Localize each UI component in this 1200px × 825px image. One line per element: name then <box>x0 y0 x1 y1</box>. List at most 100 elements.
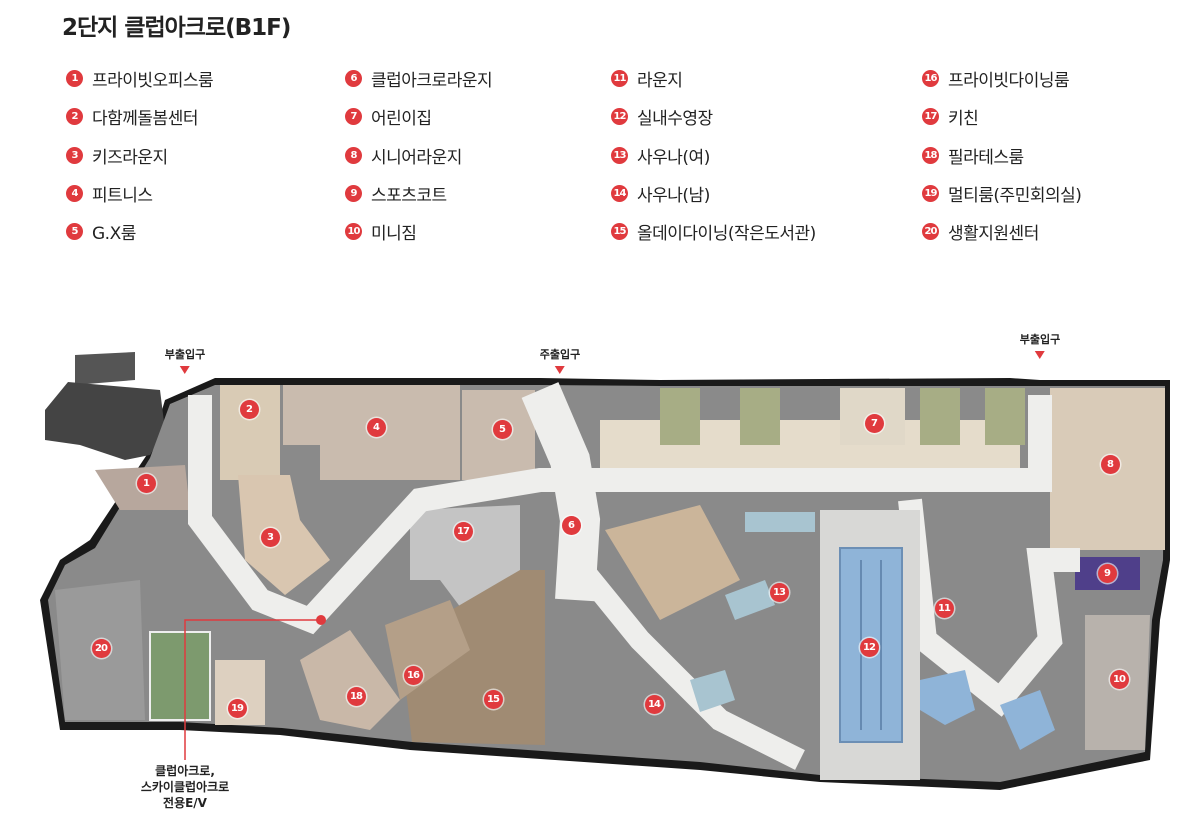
room-marker: 10 <box>1109 669 1129 689</box>
entrance-label: 부출입구 <box>1019 333 1061 346</box>
entrance-sub-right: 부출입구 <box>1020 331 1060 359</box>
number-badge: 16 <box>922 70 939 87</box>
room-marker: 19 <box>227 698 247 718</box>
room-marker: 2 <box>239 399 259 419</box>
room-marker: 8 <box>1100 454 1120 474</box>
legend-label: 프라이빗다이닝룸 <box>948 71 1070 91</box>
legend-label: 미니짐 <box>371 224 417 244</box>
room-marker: 18 <box>346 686 366 706</box>
entrance-label: 주출입구 <box>539 348 581 361</box>
legend-item: 19 멀티룸(주민회의실) <box>922 181 1082 206</box>
legend-item: 9 스포츠코트 <box>345 181 447 206</box>
room-marker: 9 <box>1097 563 1117 583</box>
legend-label: 키친 <box>948 109 979 129</box>
number-badge: 9 <box>345 185 362 202</box>
legend-item: 13 사우나(여) <box>611 143 710 168</box>
room-marker: 3 <box>260 527 280 547</box>
legend-item: 18 필라테스룸 <box>922 143 1024 168</box>
number-badge: 6 <box>345 70 362 87</box>
legend-item: 5 G.X룸 <box>66 219 136 244</box>
legend-item: 3 키즈라운지 <box>66 143 168 168</box>
legend-label: 프라이빗오피스룸 <box>92 71 214 91</box>
arrow-down-icon <box>1034 351 1045 359</box>
legend-item: 7 어린이집 <box>345 104 432 129</box>
legend-label: 사우나(여) <box>637 148 710 168</box>
legend-item: 15 올데이다이닝(작은도서관) <box>611 219 816 244</box>
room-marker: 1 <box>136 473 156 493</box>
number-badge: 13 <box>611 147 628 164</box>
entrance-sub-left: 부출입구 <box>165 346 205 374</box>
room-18 <box>300 630 400 730</box>
legend-label: 어린이집 <box>371 109 432 129</box>
legend-label: 생활지원센터 <box>948 224 1039 244</box>
legend-label: 실내수영장 <box>637 109 713 129</box>
legend-item: 4 피트니스 <box>66 181 153 206</box>
ev-marker <box>316 615 326 625</box>
room-marker: 16 <box>403 665 423 685</box>
number-badge: 1 <box>66 70 83 87</box>
arrow-down-icon <box>179 366 190 374</box>
legend-item: 10 미니짐 <box>345 219 417 244</box>
legend-item: 12 실내수영장 <box>611 104 713 129</box>
green-court <box>149 631 211 721</box>
elevator-label: 클럽아크로, 스카이클럽아크로 전용E/V <box>141 763 229 811</box>
room-7-green <box>660 388 700 445</box>
room-2 <box>220 385 280 480</box>
legend-label: 필라테스룸 <box>948 148 1024 168</box>
legend-label: 클럽아크로라운지 <box>371 71 493 91</box>
entrance-main: 주출입구 <box>540 346 580 374</box>
legend-label: 스포츠코트 <box>371 186 447 206</box>
legend-item: 8 시니어라운지 <box>345 143 462 168</box>
ev-label-line: 스카이클럽아크로 <box>140 780 230 794</box>
ev-label-line: 클럽아크로, <box>155 764 215 778</box>
number-badge: 3 <box>66 147 83 164</box>
room-marker: 7 <box>864 413 884 433</box>
room-marker: 20 <box>91 638 111 658</box>
room-7 <box>600 420 1020 470</box>
number-badge: 18 <box>922 147 939 164</box>
page-title: 2단지 클럽아크로(B1F) <box>62 15 291 41</box>
number-badge: 5 <box>66 223 83 240</box>
legend-label: 다함께돌봄센터 <box>92 109 198 129</box>
ev-label-line: 전용E/V <box>163 796 207 810</box>
legend-item: 11 라운지 <box>611 66 683 91</box>
legend-item: 16 프라이빗다이닝룸 <box>922 66 1070 91</box>
room-marker: 15 <box>483 689 503 709</box>
legend-label: 키즈라운지 <box>92 148 168 168</box>
legend-label: 올데이다이닝(작은도서관) <box>637 224 816 244</box>
number-badge: 11 <box>611 70 628 87</box>
room-15 <box>400 570 545 745</box>
number-badge: 17 <box>922 108 939 125</box>
number-badge: 12 <box>611 108 628 125</box>
number-badge: 14 <box>611 185 628 202</box>
legend-label: G.X룸 <box>92 224 136 244</box>
legend-label: 시니어라운지 <box>371 148 462 168</box>
room-3 <box>238 475 330 595</box>
number-badge: 7 <box>345 108 362 125</box>
legend-item: 1 프라이빗오피스룸 <box>66 66 214 91</box>
number-badge: 10 <box>345 223 362 240</box>
legend-item: 14 사우나(남) <box>611 181 710 206</box>
number-badge: 15 <box>611 223 628 240</box>
legend-label: 피트니스 <box>92 186 153 206</box>
legend-item: 17 키친 <box>922 104 979 129</box>
number-badge: 2 <box>66 108 83 125</box>
arrow-down-icon <box>554 366 565 374</box>
room-marker: 13 <box>769 582 789 602</box>
ev-leader-line <box>184 619 321 760</box>
legend-label: 멀티룸(주민회의실) <box>948 186 1082 206</box>
legend-item: 2 다함께돌봄센터 <box>66 104 198 129</box>
room-marker: 4 <box>366 417 386 437</box>
room-marker: 11 <box>934 598 954 618</box>
number-badge: 4 <box>66 185 83 202</box>
legend-label: 라운지 <box>637 71 683 91</box>
room-marker: 6 <box>561 515 581 535</box>
number-badge: 8 <box>345 147 362 164</box>
corridor <box>188 395 1052 635</box>
room-marker: 12 <box>859 637 879 657</box>
number-badge: 19 <box>922 185 939 202</box>
legend-label: 사우나(남) <box>637 186 710 206</box>
room-marker: 17 <box>453 521 473 541</box>
